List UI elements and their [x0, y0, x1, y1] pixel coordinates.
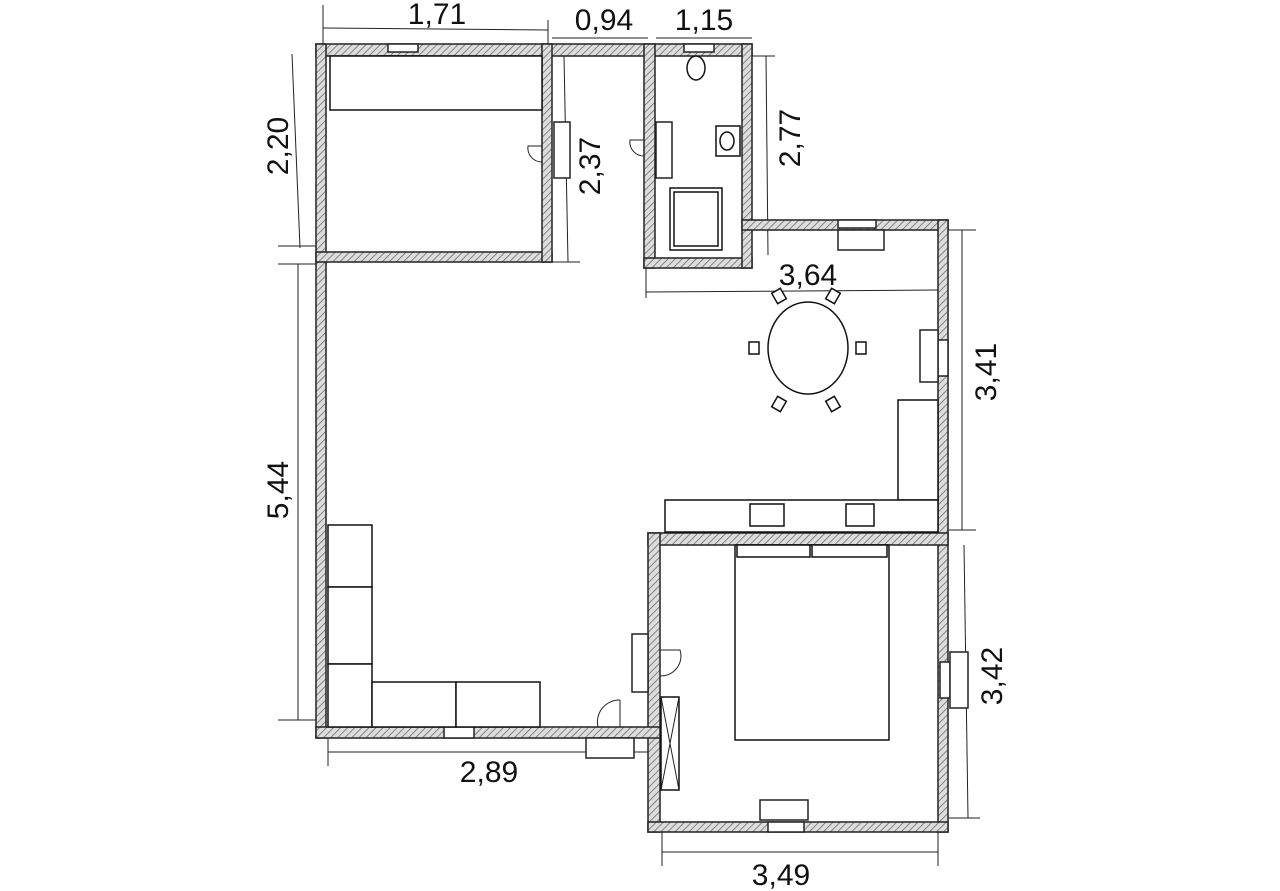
dimension-labels: 1,71 0,94 1,15 2,20 2,37 2,77 3,64 3,41 … — [262, 0, 1009, 891]
dim-living-height: 5,44 — [262, 461, 295, 519]
window-bathroom — [683, 43, 715, 53]
chair — [824, 287, 842, 305]
window-living — [443, 726, 475, 739]
toilet — [686, 55, 706, 81]
window-kitchen-side — [937, 339, 949, 377]
chair — [770, 287, 788, 305]
dim-corridor: 2,37 — [574, 137, 607, 195]
dimension-lines — [278, 5, 980, 866]
window-bedroom1 — [387, 43, 419, 53]
dim-bedroom2-width: 3,49 — [752, 859, 810, 891]
shelf-bedroom1 — [329, 55, 543, 111]
bed — [734, 544, 890, 741]
furniture — [327, 55, 939, 791]
door-bedroom2 — [659, 649, 682, 677]
window-bedroom2-side — [939, 661, 951, 699]
chair — [748, 341, 760, 355]
kitchen-counter — [897, 399, 939, 501]
sofa — [371, 681, 457, 728]
kitchen-sink — [845, 503, 875, 527]
dim-bathroom: 2,77 — [774, 109, 807, 167]
stove — [749, 503, 785, 527]
dim-bedroom2-height: 3,42 — [976, 647, 1009, 705]
chair — [824, 395, 842, 413]
doors — [527, 139, 682, 728]
door-bathroom — [629, 139, 645, 157]
pillow — [811, 544, 888, 558]
dim-left-bedroom: 2,20 — [262, 117, 295, 175]
pillow — [736, 544, 811, 558]
dim-kitchen-width: 3,64 — [779, 259, 837, 292]
door-entrance — [596, 699, 621, 728]
chair — [770, 395, 788, 413]
dim-top-corridor: 0,94 — [575, 4, 633, 37]
door-bedroom1 — [527, 145, 543, 163]
dim-top-bathroom: 1,15 — [675, 4, 733, 37]
window-bedroom2 — [767, 821, 805, 833]
dim-living-bottom: 2,89 — [460, 756, 518, 789]
dining-table — [767, 301, 849, 395]
dim-kitchen-height: 3,41 — [970, 343, 1003, 401]
wardrobe — [327, 524, 373, 588]
window-kitchen — [837, 219, 877, 229]
kitchen-counter — [664, 499, 939, 533]
dim-top-bedroom: 1,71 — [408, 0, 466, 31]
chair — [855, 341, 867, 355]
